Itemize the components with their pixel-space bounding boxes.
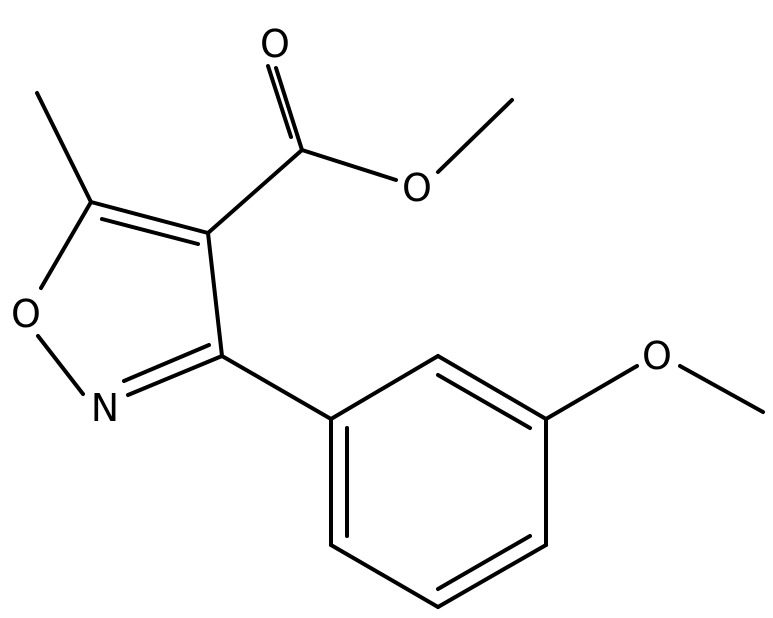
bond-ar1-ar2: [329, 354, 440, 421]
bond-n2-c3: [126, 354, 224, 397]
bond-carbonyl-ester-o: [300, 148, 398, 182]
bond-ar4-ar5: [436, 543, 548, 609]
ring-oxygen-label: O: [11, 292, 41, 336]
bond-ar2-ar3-inner: [436, 373, 532, 430]
ester-oxygen-label: O: [402, 166, 432, 210]
bond-carbonyl-o-inner: [266, 64, 293, 139]
bond-ar3-methoxy-o: [544, 364, 639, 421]
bond-n2-c3-inner: [122, 343, 211, 383]
bond-carbonyl-o: [274, 66, 304, 152]
bond-c5-c4-inner: [100, 217, 200, 246]
bond-c5-o1: [39, 200, 93, 290]
bond-o1-n2: [36, 334, 85, 396]
bond-ester-o-methyl: [436, 98, 514, 174]
atom-labels: O O O N O: [11, 22, 672, 430]
bond-c4-carbonyl: [206, 148, 304, 235]
bond-c3-aryl: [220, 354, 333, 421]
bond-methoxy-o-methyl: [678, 364, 765, 414]
ring-nitrogen-label: N: [91, 386, 119, 430]
bond-ar5-ar6: [329, 543, 440, 609]
bond-c5-c4: [89, 200, 210, 235]
methoxy-oxygen-label: O: [642, 334, 672, 378]
carbonyl-oxygen-label: O: [260, 22, 290, 66]
bond-ar2-ar3: [436, 354, 548, 421]
bonds: [35, 64, 765, 609]
bond-ar4-ar5-inner: [436, 534, 532, 591]
bond-methyl-c5: [35, 91, 93, 204]
bond-c3-c4: [206, 231, 224, 358]
